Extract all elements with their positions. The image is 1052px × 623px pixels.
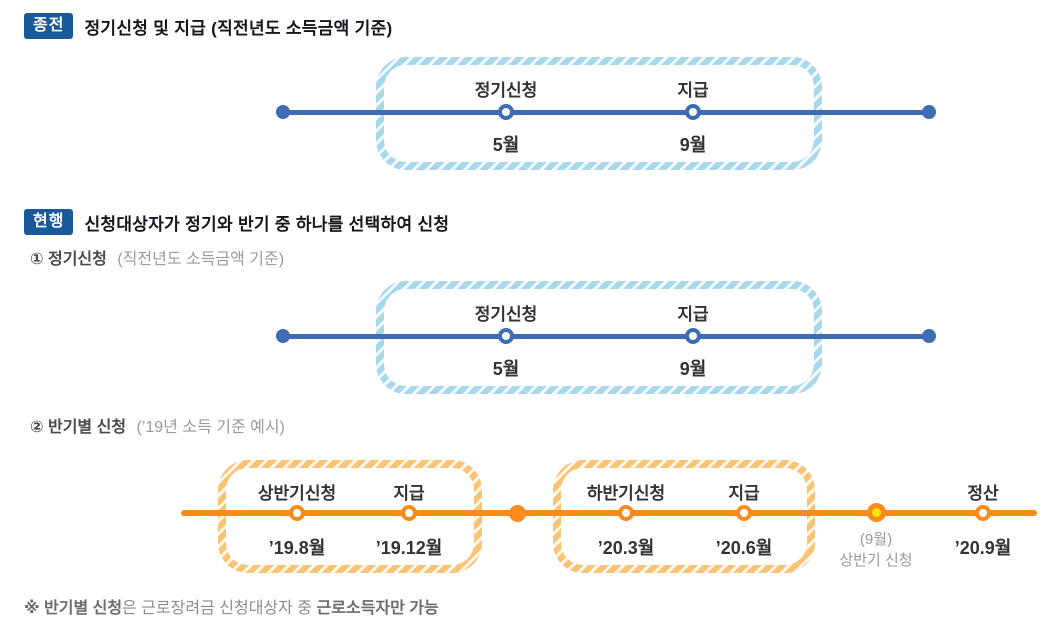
second-half-box-inner	[561, 468, 807, 565]
former-title: 정기신청 및 지급 (직전년도 소득금액 기준)	[84, 18, 393, 38]
regular-apply-node	[498, 104, 514, 120]
regular-apply-month: 5월	[492, 359, 520, 379]
first-half-apply-label: 상반기신청	[257, 484, 337, 503]
first-half-box	[218, 460, 482, 573]
current-item2-heading: ② 반기별 신청 (’19년 소득 기준 예시)	[30, 413, 285, 437]
former-header: 종전 정기신청 및 지급 (직전년도 소득금액 기준)	[24, 13, 392, 39]
regular-pay-month: 9월	[679, 135, 707, 155]
settlement-month: ’20.9월	[954, 538, 1012, 558]
footnote: ※ 반기별 신청은 근로장려금 신청대상자 중 근로소득자만 가능	[24, 594, 439, 618]
footnote-prefix: ※	[24, 600, 44, 617]
footnote-mid: 은 근로장려금 신청대상자 중	[122, 600, 317, 617]
footnote-bold1: 반기별 신청	[44, 600, 123, 617]
timeline-start-dot	[276, 329, 290, 343]
settlement-node	[975, 505, 991, 521]
current-item2-label: ② 반기별 신청	[30, 419, 127, 436]
settlement-label: 정산	[967, 484, 999, 503]
first-half-box-inner	[226, 468, 474, 565]
former-regular-timeline: 정기신청 5월 지급 9월	[0, 50, 1052, 177]
regular-apply-label: 정기신청	[474, 81, 538, 100]
footnote-bold2: 근로소득자만 가능	[316, 600, 439, 617]
september-apply-note: (9월) 상반기 신청	[839, 529, 912, 571]
regular-pay-node	[685, 328, 701, 344]
timeline-line	[283, 110, 929, 115]
timeline-line	[283, 334, 929, 339]
current-item1-sub: (직전년도 소득금액 기준)	[117, 251, 285, 268]
timeline-end-dot	[922, 105, 936, 119]
regular-apply-month: 5월	[492, 135, 520, 155]
second-half-box	[553, 460, 815, 573]
first-half-pay-node	[401, 505, 417, 521]
second-half-pay-node	[736, 505, 752, 521]
current-regular-timeline: 정기신청 5월 지급 9월	[0, 274, 1052, 401]
second-half-pay-month: ’20.6월	[715, 538, 773, 558]
current-badge: 현행	[24, 209, 74, 235]
current-item1-heading: ① 정기신청 (직전년도 소득금액 기준)	[30, 245, 284, 269]
first-half-pay-month: ’19.12월	[375, 538, 443, 558]
september-apply-node	[867, 503, 886, 522]
current-item1-label: ① 정기신청	[30, 251, 107, 268]
timeline-mid-dot	[509, 505, 526, 522]
regular-pay-label: 지급	[677, 305, 709, 324]
first-half-apply-month: ’19.8월	[268, 538, 326, 558]
first-half-pay-label: 지급	[393, 484, 425, 503]
current-header: 현행 신청대상자가 정기와 반기 중 하나를 선택하여 신청	[24, 209, 449, 235]
current-item2-sub: (’19년 소득 기준 예시)	[136, 419, 285, 436]
half-year-timeline: 상반기신청 ’19.8월 지급 ’19.12월 하반기신청 ’20.3월 지급 …	[0, 453, 1052, 580]
second-half-apply-node	[618, 505, 634, 521]
regular-apply-label: 정기신청	[474, 305, 538, 324]
september-note-line1: (9월)	[859, 531, 893, 548]
regular-pay-label: 지급	[677, 81, 709, 100]
second-half-pay-label: 지급	[728, 484, 760, 503]
current-title: 신청대상자가 정기와 반기 중 하나를 선택하여 신청	[84, 214, 450, 234]
second-half-apply-month: ’20.3월	[597, 538, 655, 558]
timeline-line	[181, 510, 1037, 516]
regular-pay-node	[685, 104, 701, 120]
timeline-end-dot	[922, 329, 936, 343]
timeline-start-dot	[276, 105, 290, 119]
first-half-apply-node	[289, 505, 305, 521]
former-badge: 종전	[24, 13, 74, 39]
regular-pay-month: 9월	[679, 359, 707, 379]
regular-apply-node	[498, 328, 514, 344]
september-note-line2: 상반기 신청	[839, 552, 913, 569]
second-half-apply-label: 하반기신청	[586, 484, 666, 503]
